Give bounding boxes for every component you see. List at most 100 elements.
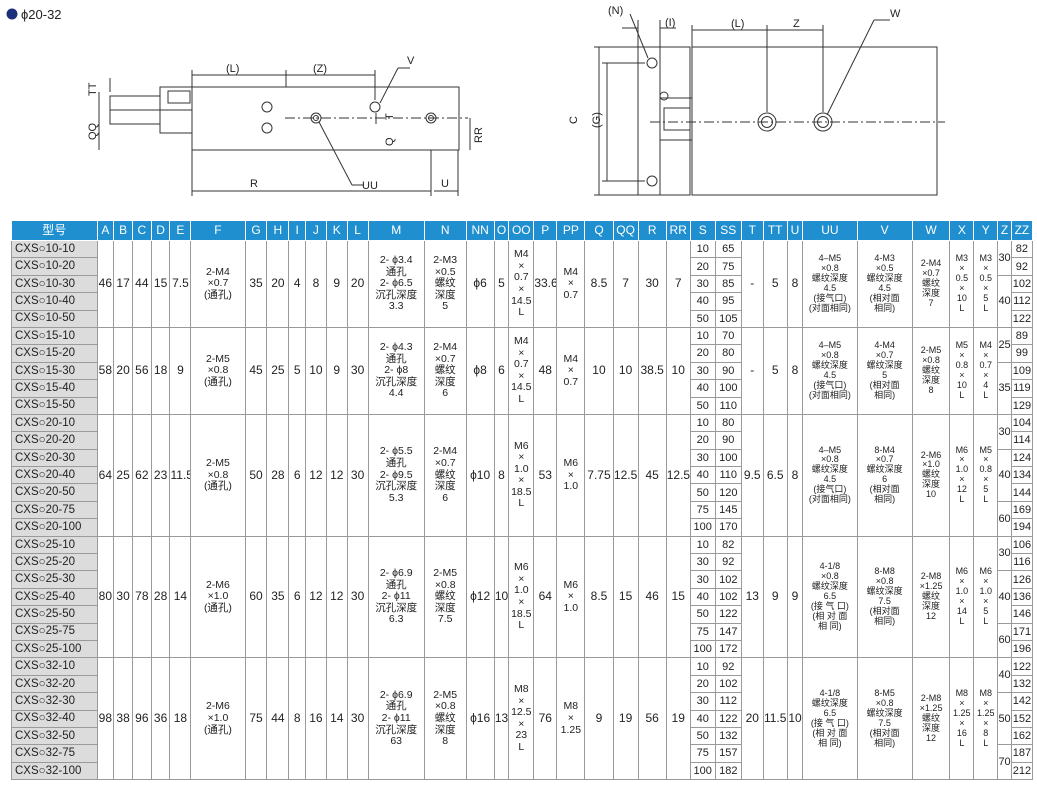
spec-cell-p: 76 [533,657,558,781]
stroke-cell: 50 [689,309,716,328]
model-cell: CXS○15-50 [11,396,98,415]
spec-cell-v: 4-M3 ×0.5 螺纹深度 4.5 (相对面 相同) [856,240,913,328]
spec-cell-f: 2-M5 ×0.8 (通孔) [190,413,246,537]
model-cell: CXS○15-40 [11,379,98,398]
ss-cell: 147 [714,622,742,641]
spec-cell-tt: 11.5 [762,657,788,781]
spec-cell-l: 30 [346,413,369,537]
dim-label-n: (N) [608,5,623,17]
z-cell: 40 [997,657,1012,694]
stroke-cell: 30 [689,570,716,589]
spec-cell-u: 10 [786,657,804,781]
spec-cell-k: 12 [325,535,348,659]
spec-cell-u: 8 [786,240,804,328]
dim-label-z: (Z) [313,63,327,75]
zz-cell: 109 [1010,361,1034,381]
stroke-cell: 40 [689,379,716,398]
spec-cell-c: 96 [131,657,152,781]
spec-cell-w: 2-M8 ×1.25 螺纹 深度 12 [911,657,951,781]
dim-label-rr: RR [473,127,485,143]
zz-cell: 196 [1010,639,1034,659]
zz-cell: 104 [1010,413,1034,433]
spec-cell-pp: M4 × 0.7 [556,326,586,415]
spec-cell-j: 12 [305,413,327,537]
column-header: M [367,220,425,241]
spec-cell-tt: 9 [762,535,788,659]
spec-cell-qq: 10 [612,326,639,415]
stroke-cell: 20 [689,674,716,694]
dim-label-qq: QQ [87,122,99,140]
spec-cell-b: 17 [113,240,133,328]
model-cell: CXS○15-30 [11,361,98,381]
spec-cell-l: 30 [346,326,369,415]
spec-cell-rr: 19 [665,657,691,781]
spec-cell-m: 2- ϕ4.3 通孔 2- ϕ8 沉孔深度 4.4 [367,326,425,415]
column-header: H [266,220,290,241]
spec-cell-r: 46 [637,535,667,659]
spec-cell-qq: 19 [612,657,639,781]
model-cell: CXS○32-100 [11,761,98,781]
spec-cell-h: 44 [266,657,290,781]
zz-cell: 99 [1010,344,1034,363]
spec-cell-h: 20 [266,240,290,328]
ss-cell: 100 [714,448,742,468]
spec-cell-i: 4 [288,240,306,328]
model-cell: CXS○25-40 [11,587,98,607]
spec-cell-y: M5 × 0.8 × 5 L [973,413,999,537]
spec-cell-e: 18 [169,657,192,781]
spec-cell-t: 20 [740,657,764,781]
column-header: L [346,220,369,241]
spec-cell-nn: ϕ12 [465,535,495,659]
zz-cell: 144 [1010,483,1034,502]
spec-cell-v: 8-M8 ×0.8 螺纹深度 7.5 (相对面 相同) [856,535,913,659]
z-cell: 25 [997,326,1012,363]
stroke-cell: 30 [689,274,716,294]
column-header: TT [762,220,788,241]
spec-cell-n: 2-M3 ×0.5 螺纹 深度 5 [423,240,467,328]
stroke-cell: 40 [689,709,716,728]
spec-cell-m: 2- ϕ6.9 通孔 2- ϕ11 沉孔深度 63 [367,657,425,781]
spec-cell-c: 56 [131,326,152,415]
column-header: J [305,220,327,241]
model-cell: CXS○15-10 [11,326,98,346]
column-header: N [423,220,467,241]
zz-cell: 152 [1010,709,1034,728]
spec-cell-t: 13 [740,535,764,659]
ss-cell: 80 [714,344,742,363]
spec-cell-h: 25 [266,326,290,415]
dim-label-q: Q [384,137,396,146]
spec-cell-i: 5 [288,326,306,415]
column-header: S [689,220,716,241]
spec-cell-n: 2-M5 ×0.8 螺纹 深度 8 [423,657,467,781]
stroke-cell: 50 [689,396,716,415]
ss-cell: 102 [714,587,742,607]
stroke-cell: 50 [689,605,716,624]
ss-cell: 95 [714,292,742,311]
model-cell: CXS○32-75 [11,744,98,763]
spec-cell-a: 64 [96,413,115,537]
spec-cell-oo: M4 × 0.7 × 14.5 L [508,326,535,415]
ss-cell: 90 [714,431,742,450]
ss-cell: 132 [714,726,742,746]
spec-cell-n: 2-M4 ×0.7 螺纹 深度 6 [423,326,467,415]
zz-cell: 122 [1010,657,1034,676]
spec-cell-l: 30 [346,535,369,659]
spec-cell-r: 56 [637,657,667,781]
spec-cell-y: M8 × 1.25 × 8 L [973,657,999,781]
stroke-cell: 100 [689,761,716,781]
zz-cell: 187 [1010,744,1034,763]
bullet-icon [6,8,18,20]
z-cell: 40 [997,448,1012,502]
column-header: PP [556,220,586,241]
dim-label-i: (I) [665,17,675,29]
model-cell: CXS○20-75 [11,500,98,520]
model-cell: CXS○25-20 [11,553,98,572]
